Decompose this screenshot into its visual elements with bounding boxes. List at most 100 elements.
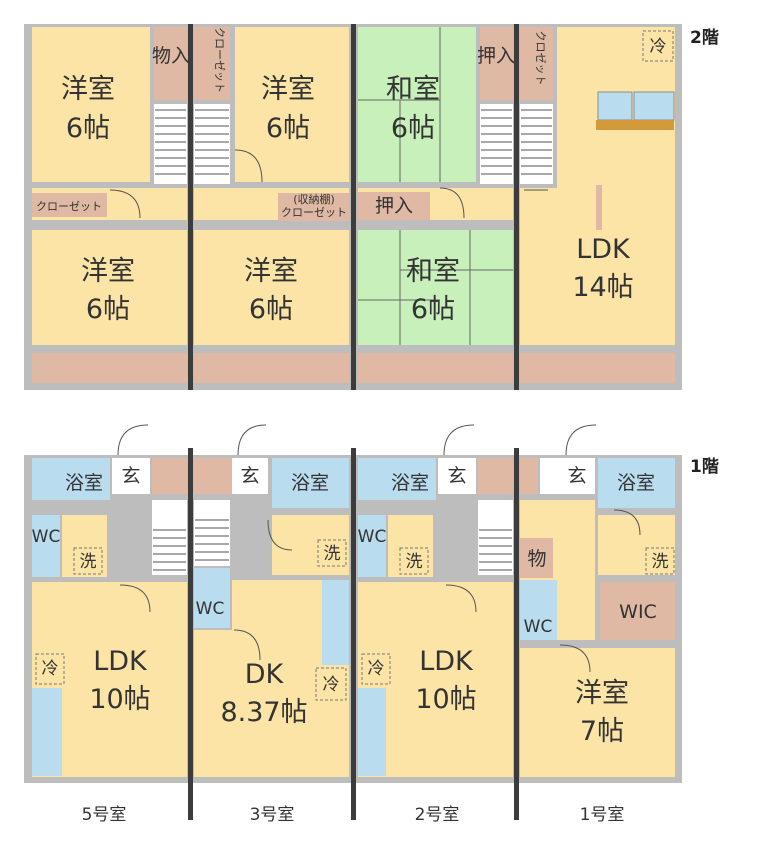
laundry-label: 洗 xyxy=(80,552,97,572)
wc xyxy=(520,580,557,640)
door-swings xyxy=(117,424,641,673)
room-size-7: 7帖 xyxy=(580,716,624,747)
washroom xyxy=(598,515,675,575)
storage-label-mono: 物 xyxy=(527,548,546,570)
room-label-entrance: 玄 xyxy=(447,465,466,487)
laundry-space xyxy=(645,547,675,575)
laundry-space xyxy=(317,539,347,567)
room-label-bath: 浴室 xyxy=(291,472,329,494)
room-size-6: 6帖 xyxy=(249,294,293,325)
kitchen-counter xyxy=(596,120,674,130)
staircase xyxy=(194,500,230,566)
entrance xyxy=(540,458,595,494)
storage-label-oshiire: 押入 xyxy=(375,195,413,217)
storage-closet xyxy=(520,27,553,100)
room-label-wc: WC xyxy=(196,599,225,619)
room-size-6: 6帖 xyxy=(391,113,435,144)
tatami-lines xyxy=(358,27,513,345)
room-label-entrance: 玄 xyxy=(121,465,140,487)
room-size-ldk: 10帖 xyxy=(415,684,476,715)
room-label-entrance: 玄 xyxy=(240,465,259,487)
storage-label-oshiire: 押入 xyxy=(477,45,515,67)
shoe-storage xyxy=(520,458,538,494)
pillar xyxy=(596,185,602,230)
room-size-ldk: 10帖 xyxy=(89,684,150,715)
room-label-japanese: 和室 xyxy=(386,74,440,105)
stair-treads xyxy=(155,109,552,175)
door-swings xyxy=(109,149,548,219)
western-room xyxy=(194,230,349,345)
room-size-6: 6帖 xyxy=(86,294,130,325)
room-label-wc: WC xyxy=(358,527,387,547)
fridge-space xyxy=(35,653,65,685)
shoe-storage xyxy=(152,458,187,494)
room-size-6: 6帖 xyxy=(411,294,455,325)
room-label-ldk: LDK xyxy=(93,646,148,677)
closet-label: クローゼット xyxy=(36,200,102,213)
western-room xyxy=(32,27,150,182)
fridge-label: 冷 xyxy=(323,675,340,695)
fridge-space xyxy=(642,30,674,62)
wc xyxy=(194,568,230,628)
fridge-space xyxy=(361,653,391,685)
room-size-6: 6帖 xyxy=(66,113,110,144)
bathroom xyxy=(272,458,349,508)
fridge-label: 冷 xyxy=(42,659,59,679)
first-floor-plan: 1階 浴室 玄 WC 洗 冷 LDK 10帖 玄 浴室 WC 洗 冷 DK 8.… xyxy=(24,424,719,825)
unit-label: 5号室 xyxy=(82,805,127,825)
shoe-storage xyxy=(478,458,513,494)
room-size-dk: 8.37帖 xyxy=(220,697,307,728)
room-label-western: 洋室 xyxy=(244,256,298,287)
kitchen-counter xyxy=(358,688,386,776)
balcony xyxy=(194,353,349,383)
floor-label-2f: 2階 xyxy=(690,28,719,48)
washroom xyxy=(62,515,107,577)
room-label-dk: DK xyxy=(245,659,285,690)
balcony xyxy=(358,353,513,383)
shoe-storage xyxy=(194,458,232,494)
room-label-ldk: LDK xyxy=(419,646,474,677)
party-wall xyxy=(351,448,356,820)
walk-in-closet xyxy=(600,582,675,640)
laundry-space xyxy=(73,547,103,575)
room-label-wc: WC xyxy=(32,527,61,547)
fridge-space xyxy=(315,667,347,701)
closet xyxy=(278,193,349,221)
room-label-japanese: 和室 xyxy=(406,256,460,287)
unit-label: 3号室 xyxy=(250,805,295,825)
shelf-label: (収納棚) xyxy=(293,192,335,206)
party-wall xyxy=(514,24,519,390)
room-label-bath: 浴室 xyxy=(391,472,429,494)
laundry-label: 洗 xyxy=(406,552,423,572)
bathroom xyxy=(358,458,436,500)
room-label-bath: 浴室 xyxy=(65,472,103,494)
storage-monoire xyxy=(154,27,187,100)
room-label-wc: WC xyxy=(524,617,553,637)
staircase xyxy=(154,104,187,184)
storage-closet xyxy=(194,27,230,100)
floor-label-1f: 1階 xyxy=(690,457,719,477)
closet-label-short: クロゼット xyxy=(534,31,547,86)
unit-label: 2号室 xyxy=(415,805,460,825)
staircase xyxy=(520,104,553,184)
stair-treads xyxy=(153,519,512,571)
fridge-label: 冷 xyxy=(368,659,385,679)
room-label-entrance: 玄 xyxy=(567,465,586,487)
kitchen-counter xyxy=(322,580,349,665)
unit-label: 1号室 xyxy=(580,805,625,825)
room-label-western: 洋室 xyxy=(81,256,135,287)
closet-label-vertical: クローゼット xyxy=(213,27,226,93)
kitchen-stove xyxy=(633,91,675,121)
room-label-bath: 浴室 xyxy=(617,472,655,494)
bathroom xyxy=(598,458,675,508)
washroom xyxy=(388,515,433,577)
party-wall xyxy=(188,448,193,820)
staircase xyxy=(194,104,230,184)
japanese-room xyxy=(358,230,513,345)
washroom xyxy=(272,515,349,575)
western-room xyxy=(520,648,675,777)
party-wall xyxy=(351,24,356,390)
fridge-label: 冷 xyxy=(650,37,667,57)
kitchen-sink xyxy=(597,91,633,121)
entrance xyxy=(438,458,476,494)
